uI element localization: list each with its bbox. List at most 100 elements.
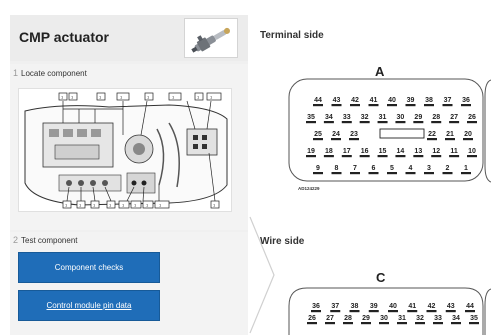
pin-number[interactable]: 3: [427, 165, 431, 172]
pin-number[interactable]: 26: [308, 315, 316, 322]
pin-number[interactable]: 38: [351, 303, 359, 310]
pin-number[interactable]: 27: [450, 114, 458, 121]
pin-number[interactable]: 29: [414, 114, 422, 121]
svg-text:1: 1: [210, 95, 213, 100]
pin-number[interactable]: 37: [331, 303, 339, 310]
chevron-divider-icon: [249, 216, 275, 334]
pin-number[interactable]: 12: [432, 148, 440, 155]
pin-number[interactable]: 7: [353, 165, 357, 172]
svg-text:1: 1: [79, 203, 82, 208]
pin-number[interactable]: 18: [325, 148, 333, 155]
pin-terminal: [413, 155, 424, 158]
pin-number[interactable]: 42: [351, 97, 359, 104]
pin-terminal: [431, 121, 442, 124]
wire-side-connector[interactable]: 36 37 38 39 40 41 42 43 44 26 27 28 29 30 31 32 33 34 35: [288, 287, 486, 335]
component-checks-button[interactable]: Component checks: [18, 252, 160, 283]
pin-number[interactable]: 14: [397, 148, 405, 155]
pin-number[interactable]: 30: [397, 114, 405, 121]
pin-terminal: [368, 310, 379, 313]
pin-number[interactable]: 21: [446, 131, 454, 138]
pin-terminal: [431, 155, 442, 158]
pin-number[interactable]: 16: [361, 148, 369, 155]
pin-number[interactable]: 4: [409, 165, 413, 172]
camshaft-actuator-icon[interactable]: [184, 18, 238, 58]
pin-terminal: [349, 138, 359, 141]
pin-number[interactable]: 11: [450, 148, 458, 155]
next-wire-connector-partial: [484, 288, 491, 335]
pin-terminal: [341, 155, 352, 158]
control-module-pin-data-button[interactable]: Control module pin data: [18, 290, 160, 321]
pin-terminal: [349, 310, 360, 313]
pin-number[interactable]: 38: [425, 97, 433, 104]
pin-terminal: [461, 172, 471, 175]
pin-terminal: [395, 155, 406, 158]
pin-number[interactable]: 5: [390, 165, 394, 172]
pin-number[interactable]: 44: [314, 97, 322, 104]
pin-terminal: [359, 121, 370, 124]
pin-number[interactable]: 27: [326, 315, 334, 322]
pin-number[interactable]: 44: [466, 303, 474, 310]
pin-number[interactable]: 20: [464, 131, 472, 138]
terminal-side-title: Terminal side: [260, 30, 324, 41]
pin-number[interactable]: 39: [407, 97, 415, 104]
connector-blank-slot: [379, 128, 425, 139]
pin-number[interactable]: 32: [416, 315, 424, 322]
pin-number[interactable]: 34: [325, 114, 333, 121]
pin-number[interactable]: 24: [332, 131, 340, 138]
pin-number[interactable]: 6: [372, 165, 376, 172]
pin-number[interactable]: 34: [452, 315, 460, 322]
pin-terminal: [387, 104, 397, 107]
pin-terminal: [350, 172, 360, 175]
pin-number[interactable]: 33: [343, 114, 351, 121]
pin-terminal: [359, 155, 370, 158]
pin-number[interactable]: 42: [428, 303, 436, 310]
pin-terminal: [442, 172, 453, 175]
pin-terminal: [445, 138, 455, 141]
pin-number[interactable]: 43: [447, 303, 455, 310]
pin-number[interactable]: 19: [307, 148, 315, 155]
pin-number[interactable]: 36: [312, 303, 320, 310]
pin-terminal: [427, 138, 437, 141]
pin-number[interactable]: 2: [446, 165, 450, 172]
pin-number[interactable]: 35: [470, 315, 478, 322]
pin-number[interactable]: 30: [380, 315, 388, 322]
pin-number[interactable]: 26: [468, 114, 476, 121]
pin-number[interactable]: 22: [428, 131, 436, 138]
pin-number[interactable]: 31: [398, 315, 406, 322]
pin-number[interactable]: 41: [408, 303, 416, 310]
pin-number[interactable]: 25: [314, 131, 322, 138]
pin-number[interactable]: 13: [414, 148, 422, 155]
pin-terminal: [461, 104, 471, 107]
pin-number[interactable]: 15: [379, 148, 387, 155]
pin-number[interactable]: 35: [307, 114, 315, 121]
pin-terminal: [306, 121, 316, 124]
pin-number[interactable]: 28: [432, 114, 440, 121]
pin-number[interactable]: 41: [370, 97, 378, 104]
svg-text:1: 1: [65, 203, 68, 208]
pin-terminal: [426, 310, 437, 313]
pin-number[interactable]: 43: [333, 97, 341, 104]
pin-number[interactable]: 36: [462, 97, 470, 104]
pin-number[interactable]: 33: [434, 315, 442, 322]
pin-number[interactable]: 9: [316, 165, 320, 172]
pin-number[interactable]: 40: [389, 303, 397, 310]
pin-number[interactable]: 17: [343, 148, 351, 155]
pin-terminal: [449, 121, 460, 124]
pin-number[interactable]: 29: [362, 315, 370, 322]
pin-number[interactable]: 31: [379, 114, 387, 121]
pin-number[interactable]: 39: [370, 303, 378, 310]
pin-terminal: [387, 172, 397, 175]
component-title: CMP actuator: [19, 29, 109, 45]
pin-terminal: [377, 155, 388, 158]
pin-number[interactable]: 32: [361, 114, 369, 121]
pin-number[interactable]: 23: [350, 131, 358, 138]
pin-number[interactable]: 40: [388, 97, 396, 104]
pin-number[interactable]: 8: [335, 165, 339, 172]
pin-number[interactable]: 1: [464, 165, 468, 172]
pin-number[interactable]: 37: [444, 97, 452, 104]
pin-number[interactable]: 10: [468, 148, 476, 155]
pin-number[interactable]: 28: [344, 315, 352, 322]
